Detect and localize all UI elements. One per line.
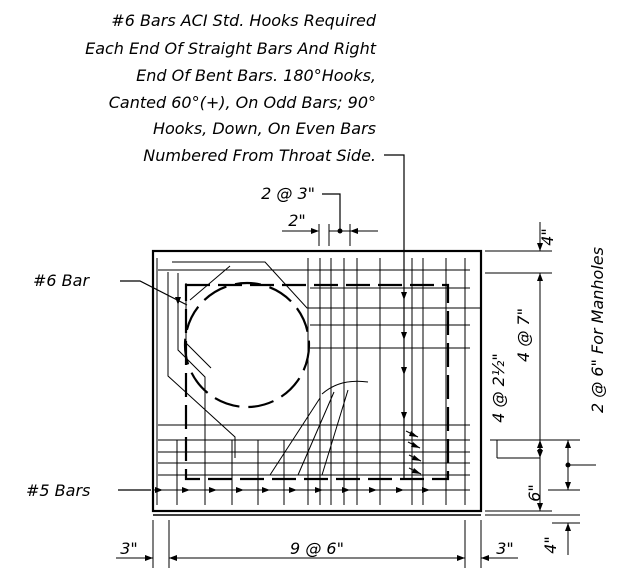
right-4at2half-label: 4 @ 2½" [489, 353, 508, 422]
bent-bar [321, 389, 349, 476]
arrow-head [412, 455, 421, 461]
arrow-head [537, 450, 543, 458]
arrow-head [342, 487, 350, 493]
note-leader [384, 154, 405, 478]
note-line: Each End Of Straight Bars And Right [85, 39, 377, 58]
horizontal-bars [153, 269, 470, 491]
note-line: #6 Bars ACI Std. Hooks Required [111, 11, 377, 30]
spacing-top-label: 2 @ 3" [261, 184, 315, 203]
slab-outline [151, 249, 483, 513]
arrow-head [457, 555, 465, 561]
arrow-head [401, 332, 407, 340]
arrow-head [289, 487, 297, 493]
note-line: End Of Bent Bars. 180°Hooks, [136, 66, 376, 85]
arrow-head [262, 487, 270, 493]
bent-bar [269, 397, 321, 476]
bar6-label: #6 Bar [33, 271, 90, 290]
bent-bar [321, 380, 369, 395]
arrow-head [396, 487, 404, 493]
arrow-head [565, 523, 571, 531]
note-line: Hooks, Down, On Even Bars [153, 119, 376, 138]
right-bottom-4-label: 4" [541, 536, 560, 554]
bar6-leader [120, 280, 188, 306]
right-top-4-label: 4" [538, 228, 557, 246]
bottom-right-3-label: 3" [496, 539, 514, 558]
arrow-head [236, 487, 244, 493]
arrow-head [401, 412, 407, 420]
arrow-head [350, 228, 358, 234]
bottom-left-3-label: 3" [120, 539, 138, 558]
right-dimensions: 4" 4 @ 7" 4 @ 2½" 6" 4" [485, 222, 596, 555]
arrow-head [411, 442, 420, 448]
arrow-head [565, 440, 571, 448]
arrow-head [565, 482, 571, 490]
arrow-head [369, 487, 377, 493]
bottom-9at6-label: 9 @ 6" [290, 539, 344, 558]
bar5-label: #5 Bars [26, 481, 90, 500]
manhole-opening [183, 281, 311, 409]
arrow-head [155, 487, 163, 493]
arrow-head [537, 503, 543, 511]
arrow-head [422, 487, 430, 493]
bar-arrows [155, 292, 430, 493]
arrow-head [401, 367, 407, 375]
dim-top-2: 2" [282, 211, 378, 246]
arrow-head [182, 487, 190, 493]
hook-note: #6 Bars ACI Std. Hooks Required Each End… [85, 11, 377, 165]
bent-throat-bars [167, 261, 481, 476]
arrow-head [537, 273, 543, 281]
arrow-head [209, 487, 217, 493]
bent-bar [185, 283, 212, 369]
dim-top-2-label: 2" [288, 211, 306, 230]
dashed-hook-outline [184, 283, 450, 481]
manholes-label: 2 @ 6" For Manholes [588, 247, 607, 413]
arrow-head [537, 440, 543, 448]
bent-bar [297, 391, 335, 476]
bottom-dimensions: 3" 9 @ 6" 3" [116, 520, 518, 568]
arrow-head [315, 487, 323, 493]
arrow-head [401, 292, 407, 300]
spacing-top-leader [322, 193, 341, 230]
bent-bar [189, 265, 231, 301]
note-line: Numbered From Throat Side. [143, 146, 376, 165]
arrow-head [311, 228, 319, 234]
arrow-head [409, 431, 418, 437]
vertical-bars [156, 258, 466, 505]
arrow-head [481, 555, 489, 561]
right-6-label: 6" [525, 484, 544, 502]
bent-bar [167, 272, 236, 458]
note-line: Canted 60°(+), On Odd Bars; 90° [109, 93, 376, 112]
arrow-head [169, 555, 177, 561]
arrow-head [412, 468, 421, 474]
bent-bar [177, 273, 206, 458]
arrow-head [145, 555, 153, 561]
arrow-head [537, 243, 543, 251]
right-4at7-label: 4 @ 7" [514, 308, 533, 362]
